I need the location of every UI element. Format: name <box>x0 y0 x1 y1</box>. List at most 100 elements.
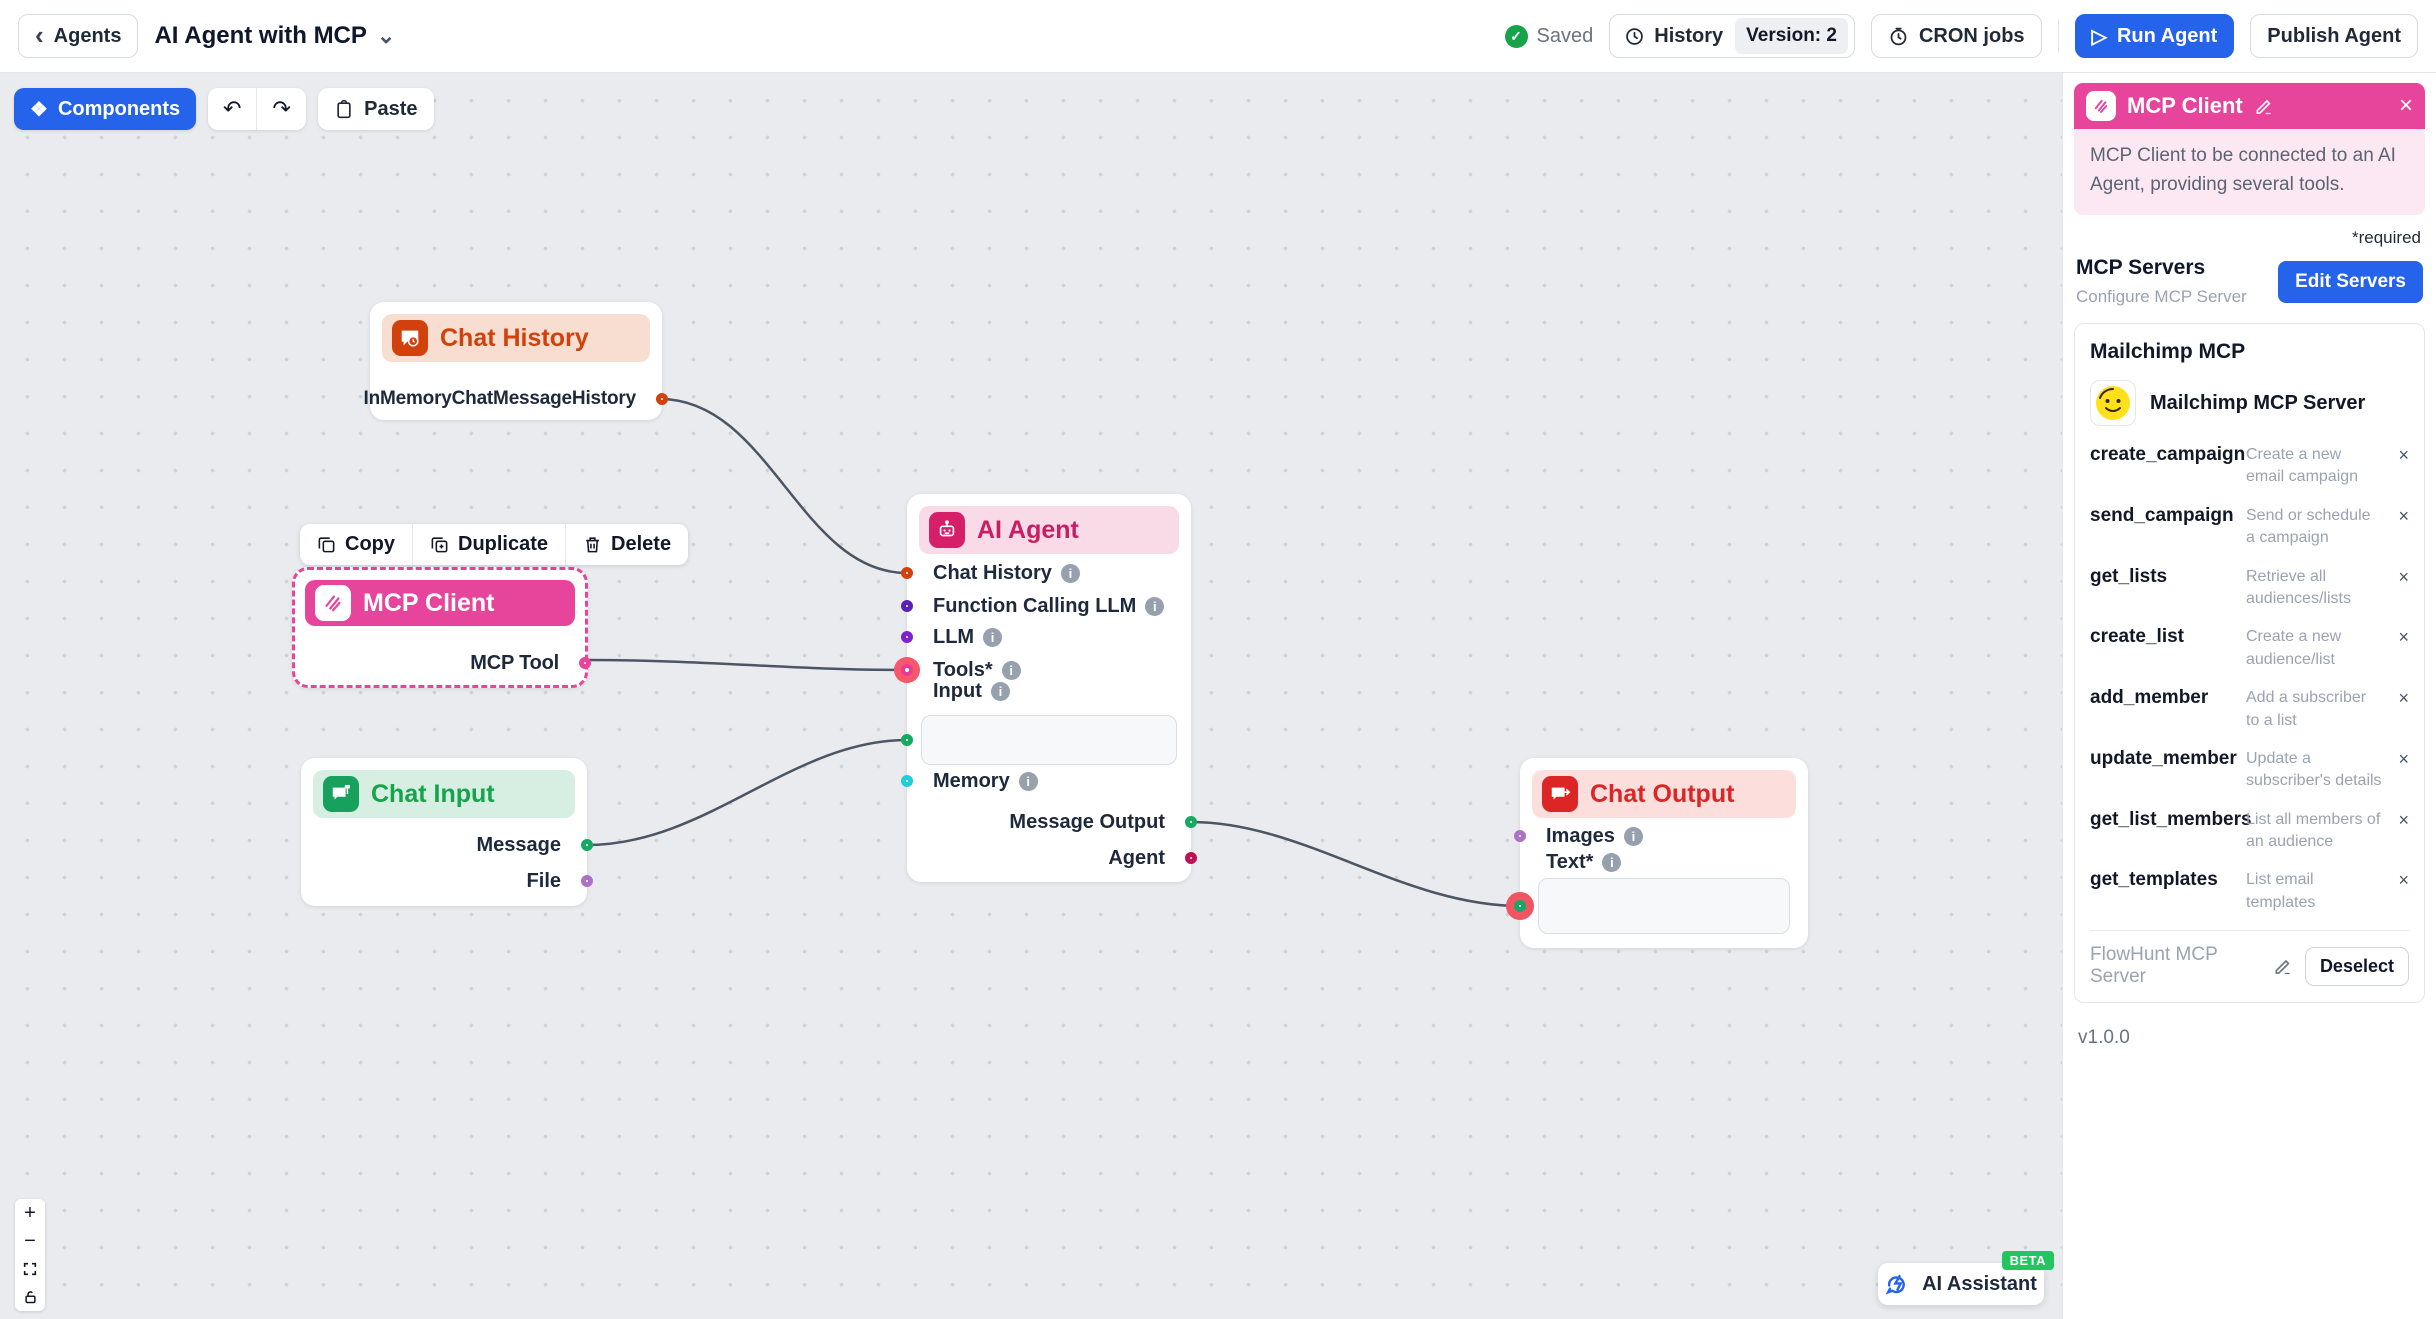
delete-button[interactable]: Delete <box>566 524 688 565</box>
lock-button[interactable] <box>15 1283 45 1311</box>
agent-input-field[interactable] <box>921 715 1177 765</box>
remove-tool-icon[interactable]: × <box>2398 445 2409 465</box>
beta-badge: BETA <box>2001 1251 2054 1270</box>
port-mcp-tool[interactable] <box>579 657 591 669</box>
server-name: Mailchimp MCP Server <box>2150 391 2366 414</box>
panel-header: MCP Client × <box>2074 83 2425 129</box>
info-icon[interactable]: i <box>983 627 1003 647</box>
undo-button[interactable]: ↶ <box>208 88 258 130</box>
edge-messageoutput-to-text[interactable] <box>1190 820 1522 908</box>
close-icon[interactable]: × <box>2398 92 2413 119</box>
node-mcp-client[interactable]: MCP Client MCP Tool <box>292 567 591 688</box>
mcp-icon <box>2086 91 2116 121</box>
port-file[interactable] <box>581 875 593 887</box>
edit-pencil-icon[interactable] <box>2254 96 2274 116</box>
info-icon[interactable]: i <box>1623 826 1643 846</box>
history-version-button[interactable]: History Version: 2 <box>1609 14 1855 58</box>
edge-chathistory-to-agent[interactable] <box>659 397 908 575</box>
tool-name: create_campaign <box>2090 444 2246 465</box>
port-label: Images <box>1546 824 1615 847</box>
port-text-in[interactable] <box>1514 900 1526 912</box>
page-title: AI Agent with MCP <box>154 22 367 49</box>
top-header: ‹ Agents AI Agent with MCP ⌄ ✓ Saved His… <box>0 0 2436 73</box>
port-label: Message Output <box>1009 810 1165 833</box>
zoom-out-icon: − <box>24 1229 36 1252</box>
port-tools[interactable] <box>901 664 913 676</box>
tool-name: add_member <box>2090 687 2209 709</box>
remove-tool-icon[interactable]: × <box>2398 566 2409 587</box>
info-icon[interactable]: i <box>1001 660 1021 680</box>
header-divider <box>2057 19 2059 53</box>
info-icon[interactable]: i <box>1018 771 1038 791</box>
components-label: Components <box>57 97 181 120</box>
tool-desc: List all members of an audience <box>2246 810 2381 851</box>
chat-output-header: Chat Output <box>1532 770 1796 818</box>
node-ai-agent[interactable]: AI Agent Chat History i Function Calling… <box>901 494 1197 882</box>
deselect-button[interactable]: Deselect <box>2304 946 2409 986</box>
port-inmemorychatmessagehistory[interactable] <box>656 393 668 405</box>
edge-mcptool-to-tools[interactable] <box>587 658 908 672</box>
node-chat-output[interactable]: Chat Output Images i Text* i <box>1514 758 1808 948</box>
port-function-calling-llm[interactable] <box>901 600 913 612</box>
fit-view-button[interactable] <box>15 1255 45 1283</box>
port-input[interactable] <box>901 734 913 746</box>
paste-button[interactable]: Paste <box>318 88 434 130</box>
cron-jobs-button[interactable]: CRON jobs <box>1870 14 2042 58</box>
port-memory[interactable] <box>901 775 913 787</box>
version-badge: Version: 2 <box>1735 18 1848 54</box>
tool-name: get_templates <box>2090 869 2218 891</box>
port-agent-out[interactable] <box>1185 852 1197 864</box>
copy-icon <box>317 535 336 554</box>
delete-label: Delete <box>611 533 672 555</box>
publish-agent-button[interactable]: Publish Agent <box>2250 14 2418 58</box>
back-to-agents-button[interactable]: ‹ Agents <box>18 14 139 58</box>
tool-row: create_list Create a new audience/list × <box>2090 618 2409 679</box>
zoom-in-button[interactable]: + <box>15 1199 45 1227</box>
trash-icon <box>583 535 602 554</box>
remove-tool-icon[interactable]: × <box>2398 688 2409 709</box>
components-button[interactable]: ❖ Components <box>14 88 197 130</box>
edge-layer <box>586 397 1522 908</box>
port-message[interactable] <box>581 839 593 851</box>
remove-tool-icon[interactable]: × <box>2398 870 2409 891</box>
zoom-controls: + − <box>15 1199 45 1311</box>
remove-tool-icon[interactable]: × <box>2398 809 2409 830</box>
info-icon[interactable]: i <box>1602 852 1622 872</box>
panel-title: MCP Client <box>2127 93 2243 118</box>
redo-icon: ↷ <box>272 96 291 121</box>
flow-title-menu[interactable]: AI Agent with MCP ⌄ <box>154 22 395 50</box>
edge-message-to-input[interactable] <box>586 738 908 847</box>
node-title: Chat Input <box>371 779 495 808</box>
tool-name: get_lists <box>2090 565 2168 587</box>
flow-canvas[interactable]: ❖ Components ↶ ↷ Paste Chat History InMe… <box>0 73 2062 1319</box>
duplicate-button[interactable]: Duplicate <box>413 524 567 565</box>
redo-button[interactable]: ↷ <box>257 88 306 130</box>
port-message-output[interactable] <box>1185 816 1197 828</box>
output-text-field[interactable] <box>1538 878 1790 934</box>
port-label: LLM <box>933 625 975 648</box>
info-icon[interactable]: i <box>1060 563 1080 583</box>
chat-history-icon <box>392 320 428 356</box>
remove-tool-icon[interactable]: × <box>2398 505 2409 526</box>
remove-tool-icon[interactable]: × <box>2398 627 2409 648</box>
port-chat-history-in[interactable] <box>901 567 913 579</box>
cron-label: CRON jobs <box>1918 24 2025 47</box>
node-chat-history[interactable]: Chat History InMemoryChatMessageHistory <box>364 302 668 420</box>
tool-desc: Retrieve all audiences/lists <box>2246 567 2351 607</box>
publish-agent-label: Publish Agent <box>2267 24 2401 47</box>
run-agent-button[interactable]: ▷ Run Agent <box>2074 14 2235 58</box>
remove-tool-icon[interactable]: × <box>2398 748 2409 769</box>
port-label: Chat History <box>933 561 1052 584</box>
edit-pencil-icon[interactable] <box>2273 956 2293 976</box>
port-llm[interactable] <box>901 631 913 643</box>
info-icon[interactable]: i <box>990 681 1010 701</box>
port-images[interactable] <box>1514 830 1526 842</box>
ai-assistant-button[interactable]: AI Assistant <box>1878 1263 2044 1305</box>
server-card-title: Mailchimp MCP <box>2090 340 2246 363</box>
info-icon[interactable]: i <box>1145 596 1165 616</box>
copy-button[interactable]: Copy <box>300 524 413 565</box>
zoom-out-button[interactable]: − <box>15 1227 45 1255</box>
port-label: Agent <box>1108 846 1165 869</box>
edit-servers-button[interactable]: Edit Servers <box>2278 260 2423 303</box>
node-chat-input[interactable]: Chat Input Message File <box>301 758 593 906</box>
